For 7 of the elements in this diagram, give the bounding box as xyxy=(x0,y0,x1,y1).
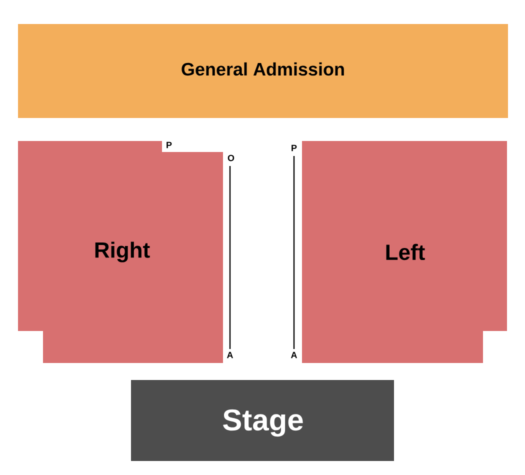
seating-section: Left xyxy=(302,141,507,363)
row-letter: A xyxy=(226,352,233,358)
general-admission-section: General Admission xyxy=(18,24,508,118)
stage: Stage xyxy=(131,380,394,461)
row-letter: P xyxy=(166,142,172,148)
row-letter: P xyxy=(292,144,297,152)
row-letter: A xyxy=(290,352,297,358)
